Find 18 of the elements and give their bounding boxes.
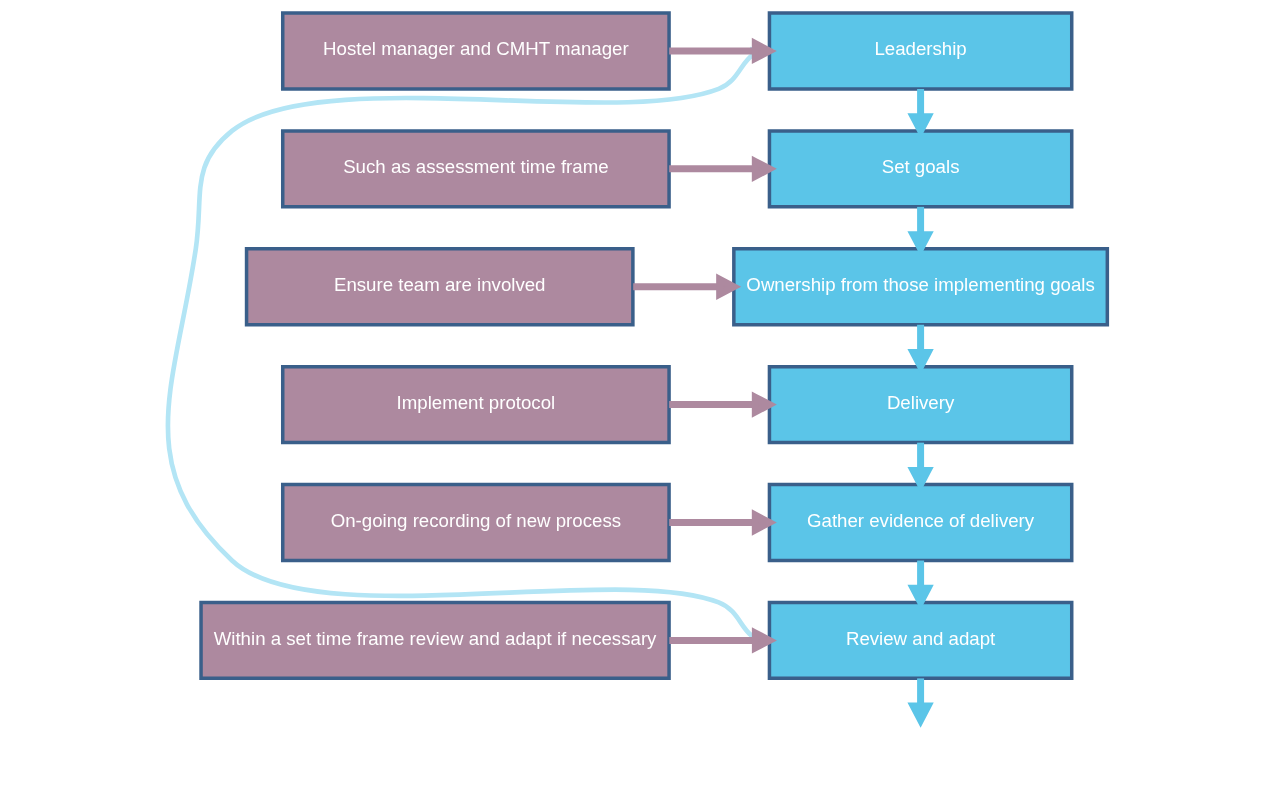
arrow bbox=[669, 509, 777, 536]
node-box: Hostel manager and CMHT manager bbox=[281, 11, 671, 91]
node-box: Set goals bbox=[767, 129, 1074, 209]
node-box: Implement protocol bbox=[281, 364, 671, 445]
node-box: Such as assessment time frame bbox=[281, 129, 671, 209]
node-box: Ensure team are involved bbox=[244, 247, 635, 327]
node-box: Ownership from those implementing goals bbox=[732, 247, 1110, 327]
arrow bbox=[669, 627, 777, 654]
node-box: On-going recording of new process bbox=[281, 482, 671, 563]
node-box: Review and adapt bbox=[767, 600, 1074, 681]
arrow bbox=[669, 155, 777, 182]
node-box: Within a set time frame review and adapt if necessary bbox=[199, 600, 671, 681]
node-box: Gather evidence of delivery bbox=[767, 482, 1074, 563]
arrow bbox=[907, 678, 934, 728]
arrow bbox=[669, 391, 777, 418]
node-box: Leadership bbox=[767, 11, 1074, 91]
node-box: Delivery bbox=[767, 364, 1074, 445]
arrow bbox=[633, 273, 742, 300]
